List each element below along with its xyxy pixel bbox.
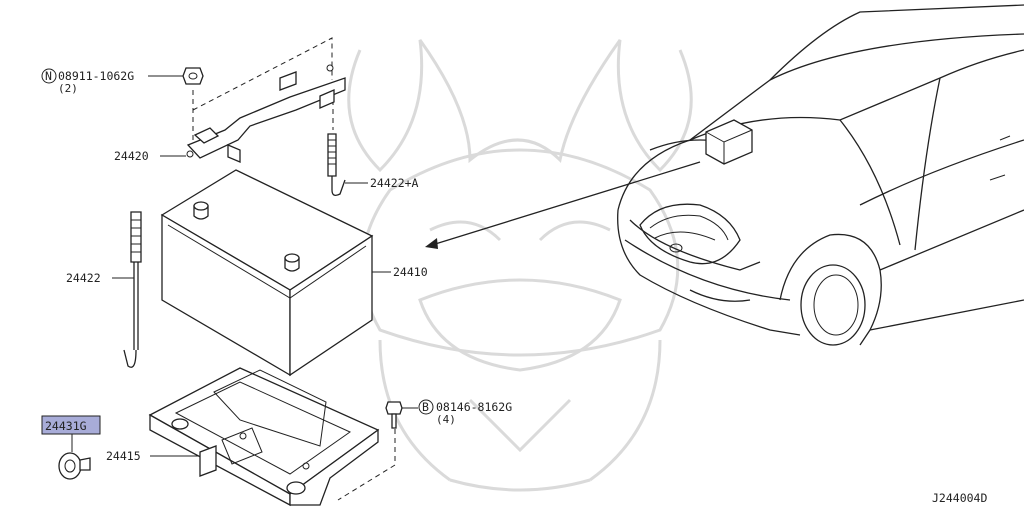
clip-part-number: 24431G [45, 419, 87, 433]
bolt-symbol: B [422, 400, 429, 414]
car-illustration [617, 4, 1024, 346]
hold-down-rod-left [123, 211, 142, 368]
bolt-callout[interactable]: B 08146-8162G (4) [402, 399, 512, 426]
frame-callout[interactable]: 24420 [114, 149, 186, 163]
diagram-code: J244004D [932, 491, 987, 505]
nut-part-number: 08911-1062G [58, 69, 134, 83]
nut-part [182, 67, 204, 85]
nut-symbol-circle [41, 68, 57, 84]
battery-callout[interactable]: 24410 [372, 265, 428, 279]
nut-callout[interactable]: N 08911-1062G (2) [41, 68, 183, 95]
rod-right-part-number: 24422+A [370, 176, 419, 190]
hold-down-rod-right [327, 133, 346, 196]
bolt-quantity: (4) [436, 413, 456, 426]
tray-callout[interactable]: 24415 [106, 449, 198, 463]
location-arrow [425, 161, 701, 249]
clip-highlight-box [41, 415, 101, 435]
bolt-part-number: 08146-8162G [436, 400, 512, 414]
frame-part-number: 24420 [114, 149, 149, 163]
nut-symbol: N [45, 69, 52, 83]
battery-tray-part [148, 367, 380, 507]
tray-part-number: 24415 [106, 449, 141, 463]
battery-part [160, 169, 374, 377]
rod-right-callout[interactable]: 24422+A [345, 176, 419, 190]
clip-part [58, 452, 91, 480]
bolt-part [385, 401, 403, 429]
bolt-symbol-circle [418, 399, 434, 415]
rod-left-callout[interactable]: 24422 [66, 271, 134, 285]
battery-part-number: 24410 [393, 265, 428, 279]
clip-callout[interactable]: 24431G [41, 415, 101, 452]
nut-quantity: (2) [58, 82, 78, 95]
battery-frame-part [186, 64, 346, 163]
rod-left-part-number: 24422 [66, 271, 101, 285]
